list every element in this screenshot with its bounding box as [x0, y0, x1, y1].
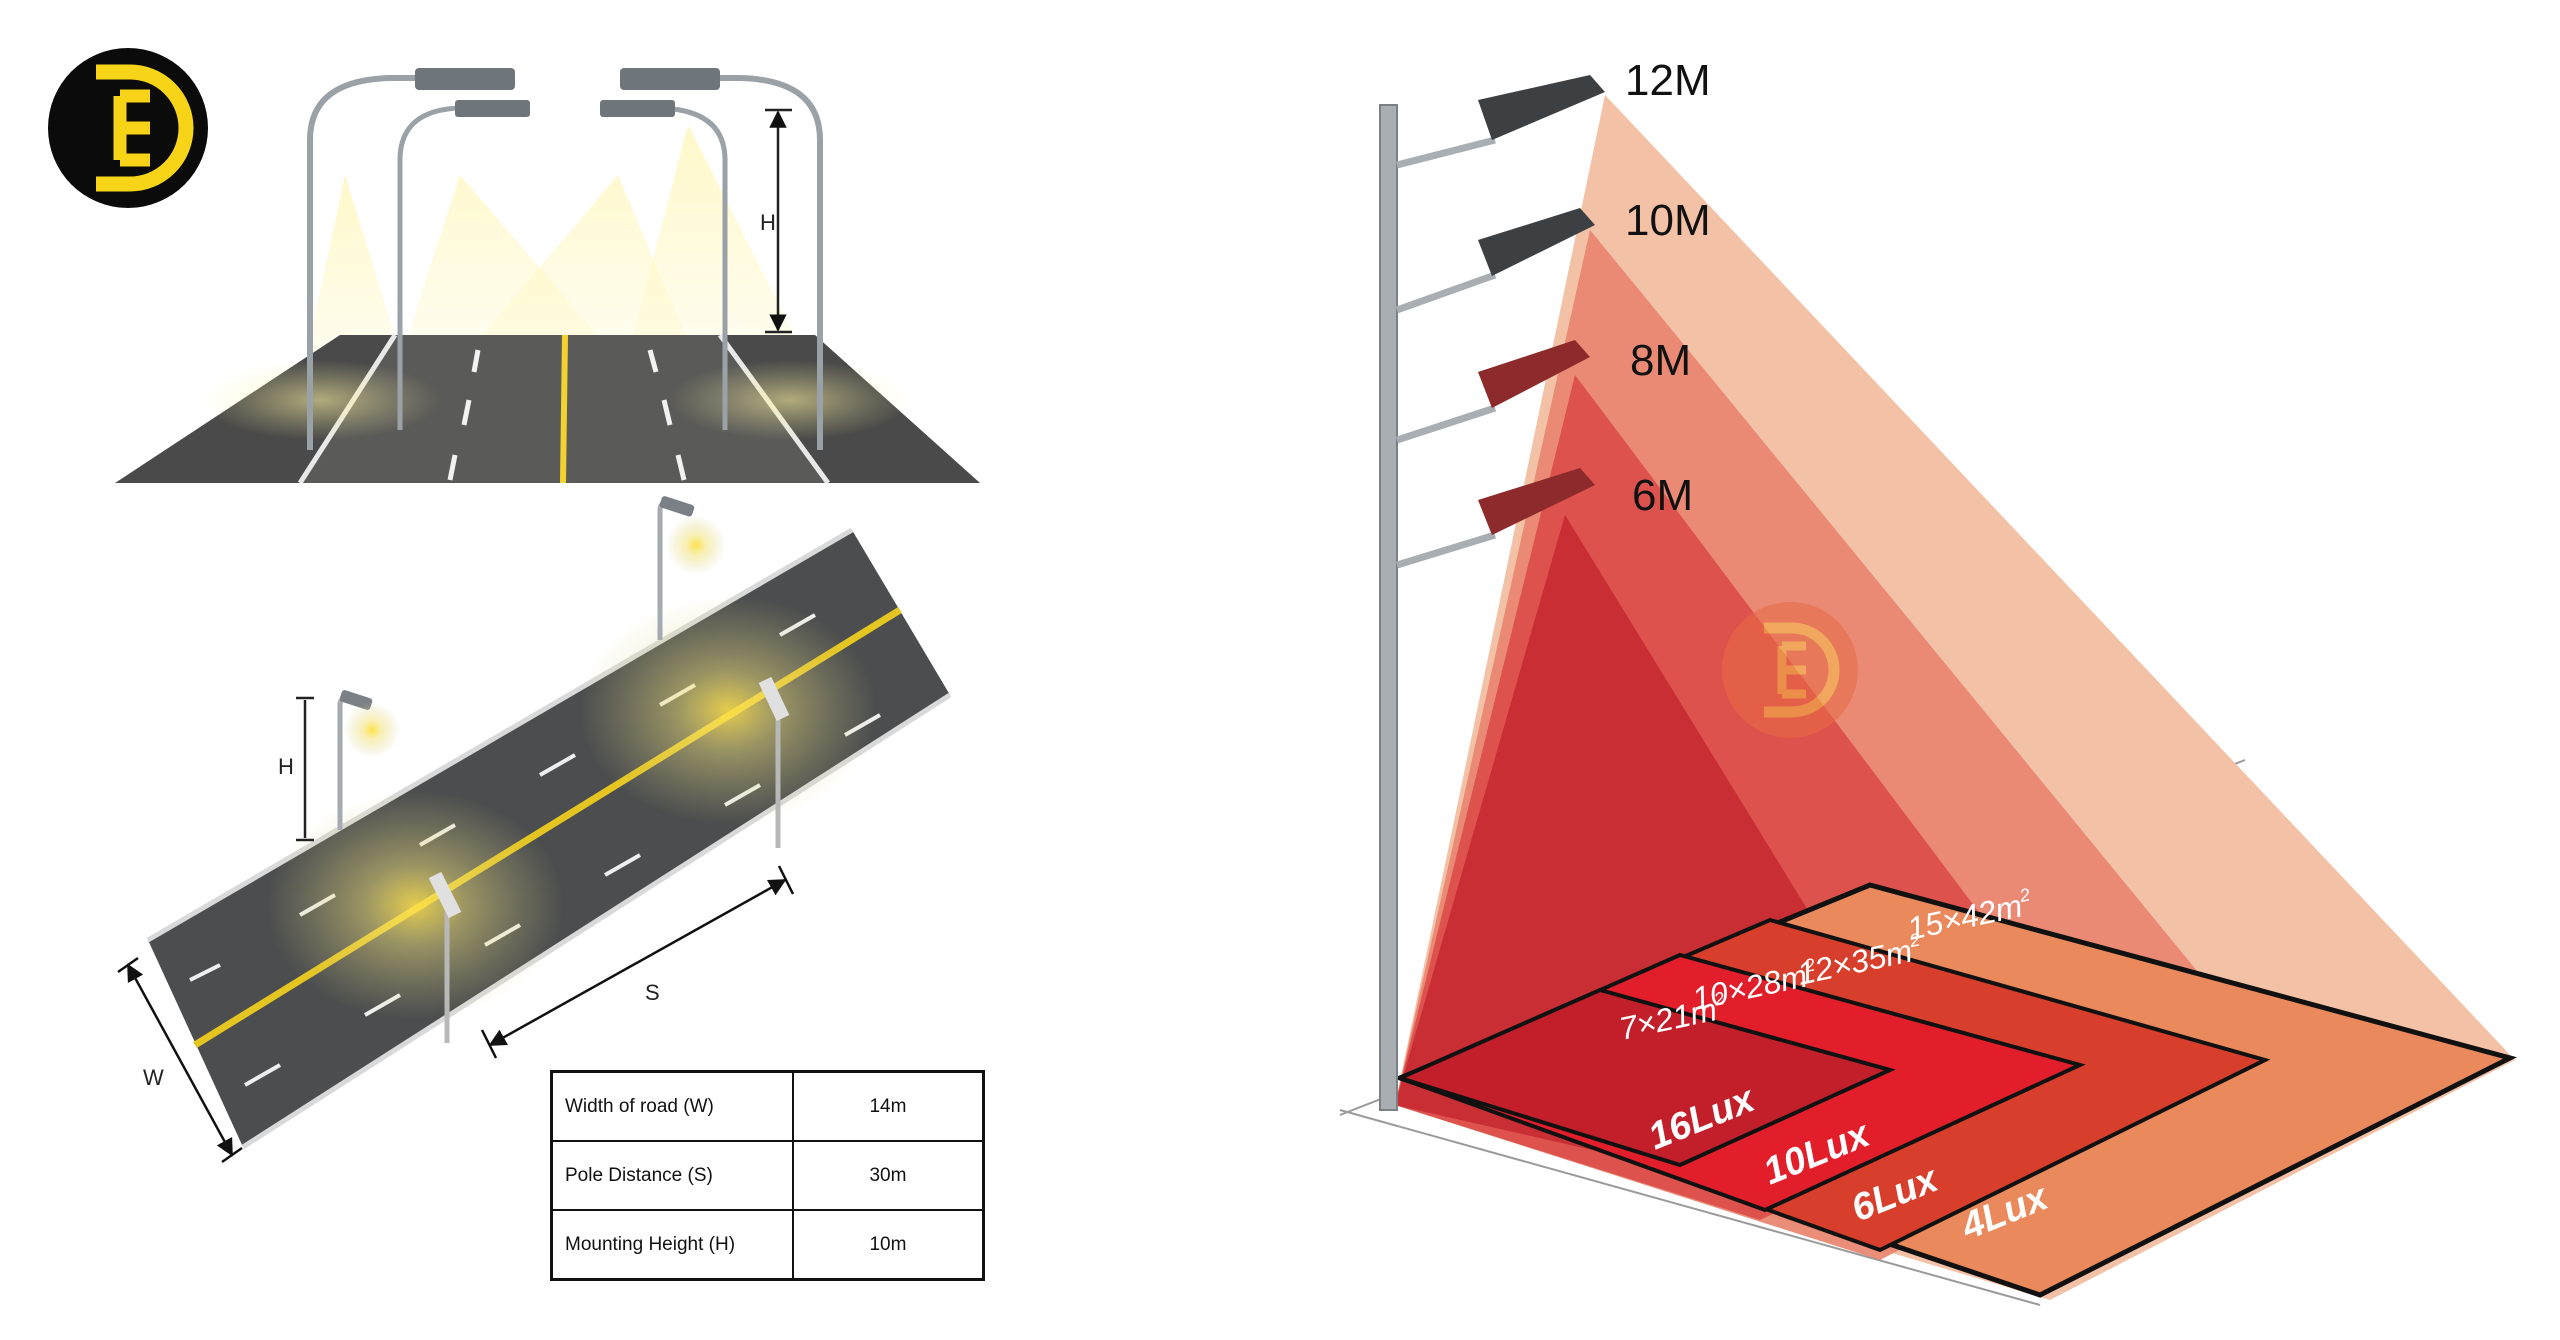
- lamp-head: [620, 68, 720, 90]
- light-beam: [300, 175, 410, 385]
- logo-d-icon: [96, 64, 194, 192]
- light-pole: [700, 75, 823, 450]
- road-perspective: H: [115, 68, 980, 485]
- width-label: W: [143, 1065, 164, 1090]
- lamp-head: [600, 100, 675, 117]
- light-spot: [265, 790, 565, 1020]
- spacing-label: S: [645, 980, 660, 1005]
- table-row: Mounting Height (H) 10m: [550, 1209, 985, 1281]
- road-plan-view: H S W: [117, 496, 952, 1164]
- center-line: [560, 334, 568, 484]
- table-row: Width of road (W) 14m: [550, 1070, 985, 1142]
- illumination-diagram: [1339, 75, 2517, 1306]
- spec-label: Pole Distance (S): [550, 1140, 794, 1211]
- brand-logo: [48, 48, 208, 208]
- height-label-10m: 10M: [1625, 196, 1711, 245]
- light-pole: [307, 75, 420, 450]
- road-plan-surface: [148, 530, 950, 1147]
- area-label-10x28: 10×28m2: [1689, 954, 1820, 1017]
- height-label-12m: 12M: [1625, 56, 1711, 105]
- area-16lux: [1394, 987, 1896, 1168]
- logo-e-icon: [113, 89, 150, 167]
- table-row: Pole Distance (S) 30m: [550, 1140, 985, 1211]
- spec-value: 14m: [791, 1070, 985, 1142]
- spec-value: 10m: [791, 1209, 985, 1281]
- lamp-10m: [1478, 208, 1595, 276]
- lamp-head: [758, 677, 790, 721]
- width-dimension: [126, 963, 234, 1157]
- spec-value: 30m: [791, 1140, 985, 1211]
- spec-label: Mounting Height (H): [550, 1209, 794, 1281]
- lane-dash: [447, 349, 481, 481]
- height-label-6m: 6M: [1632, 471, 1693, 520]
- area-label-12x35: 12×35m2: [1794, 929, 1925, 992]
- main-pole: [1379, 104, 1398, 1111]
- lamp-head: [455, 100, 530, 117]
- area-label-7x21: 7×21m2: [1616, 988, 1730, 1047]
- lamp-6m: [1478, 468, 1595, 535]
- height-label: H: [278, 754, 294, 779]
- specification-table: Width of road (W) 14m Pole Distance (S) …: [550, 1070, 985, 1281]
- lamp-head: [415, 68, 515, 90]
- height-label-8m: 8M: [1630, 336, 1691, 385]
- lamp-head: [428, 871, 462, 919]
- height-label: H: [760, 210, 776, 235]
- lamp-8m: [1478, 340, 1590, 408]
- lamp-12m: [1478, 75, 1605, 140]
- spec-label: Width of road (W): [550, 1070, 794, 1142]
- lane-dash: [647, 349, 687, 481]
- spacing-dimension: [488, 878, 787, 1047]
- light-pole: [397, 105, 461, 430]
- watermark-logo: [1722, 602, 1858, 738]
- area-label-15x42: 15×42m2: [1904, 884, 2035, 947]
- light-spot: [578, 595, 878, 825]
